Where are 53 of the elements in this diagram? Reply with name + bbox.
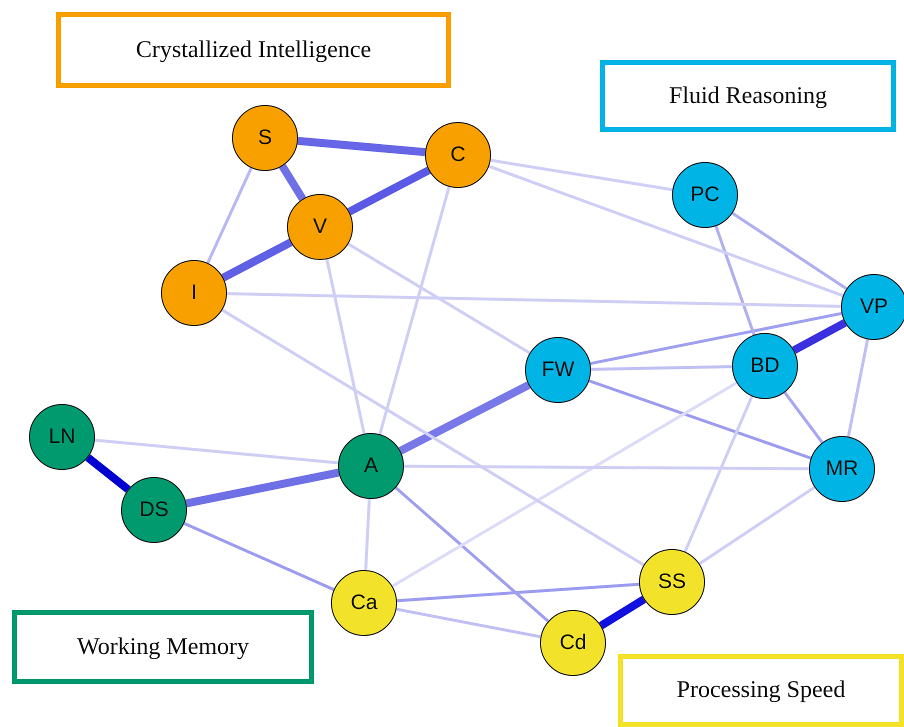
network-edge [714,226,756,336]
node-circle: I [161,260,227,326]
network-edge [588,379,812,460]
network-edge [488,164,844,298]
network-edge [221,238,293,282]
network-edge [348,242,530,354]
network-edge [404,464,809,470]
network-edge [298,136,426,156]
network-edge [396,608,541,638]
node-circle: LN [29,404,95,470]
network-edge [364,498,371,570]
network-edge [394,486,550,622]
network-edge [378,186,451,435]
network-edge [94,438,338,464]
node-circle: Cd [540,610,606,676]
node-circle: SS [639,549,705,615]
node-circle: Ca [331,570,397,636]
node-circle: BD [732,333,798,399]
node-circle: MR [809,436,875,502]
network-edge [784,392,824,444]
network-edge [186,468,340,508]
node-circle: VP [841,274,904,340]
legend-label: Processing Speed [618,654,904,727]
node-circle: FW [525,337,591,403]
node-circle: C [425,122,491,188]
network-edge [325,258,366,434]
node-circle: A [338,433,404,499]
network-edge [396,582,640,602]
network-edge [184,522,334,591]
network-edge [846,339,870,437]
node-circle: V [287,194,353,260]
network-edge [226,292,842,308]
network-edge [599,596,646,630]
node-circle: PC [672,162,738,228]
network-edge [590,312,842,366]
legend-label: Working Memory [12,610,314,684]
network-edge [792,319,847,354]
network-edge [278,164,306,202]
network-edge [698,486,816,565]
network-edge [221,308,645,566]
network-edge [206,167,253,264]
node-circle: DS [121,477,187,543]
network-edge [85,454,131,493]
network-edge [684,396,754,552]
network-edge [590,365,732,371]
network-edge [490,158,673,192]
network-edge [392,382,738,588]
legend-label: Fluid Reasoning [600,60,896,132]
network-edge [398,382,530,454]
network-edge [347,166,431,216]
node-circle: S [232,105,298,171]
legend-label: Crystallized Intelligence [56,12,451,88]
network-edge [732,212,848,290]
